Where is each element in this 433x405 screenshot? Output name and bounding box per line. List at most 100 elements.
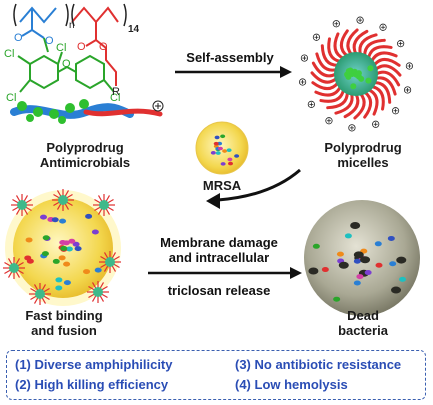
plus-mark [398,41,403,46]
cl-label-4: Cl [110,92,121,104]
micelle-corona-chain [370,51,398,64]
leaked-particle [374,241,382,247]
micelle-corona-chain [353,91,366,120]
step-line-1: Membrane damage [160,235,278,250]
mrsa-particle [220,162,226,166]
cell-particle [65,246,73,252]
plus-mark [334,21,339,26]
fast-binding-label: Fast binding and fusion [5,308,123,338]
micelle-corona-chain [358,33,378,57]
plus-mark [381,25,386,30]
label-line-1: Polyprodrug [324,140,402,155]
ester-o-label-3: O [77,41,86,53]
triclosan-bead [365,77,372,84]
leaked-particle [336,251,344,257]
leaked-particle [389,261,397,267]
bracket-right [65,3,69,27]
cell-particle [91,229,99,235]
micelle-corona-chain [333,32,346,60]
micelle-corona-chain [326,90,349,110]
triclosan-ring-left [29,54,59,90]
cell-particle [62,240,70,246]
micelle-corona-chain [366,45,393,60]
plus-mark [393,108,398,113]
mrsa-particle [226,148,232,152]
triclosan-bead [350,83,357,90]
micelle-corona-chain [346,28,359,57]
triclosan-bead [345,68,352,75]
micelle-corona-chain [366,88,379,116]
micelle-corona-chain [315,52,339,72]
label-line-2: micelles [337,155,389,170]
dead-bacteria-label: Dead bacteria [318,308,408,338]
r-group-label: R [112,86,120,98]
small-micelle [35,289,45,299]
fast-binding-bacterium [3,189,121,306]
micelle-corona-chain [314,84,342,97]
small-micelle [58,195,68,205]
label-line-1: Fast binding [25,308,103,323]
blue-block-backbone [19,6,57,24]
curved-arrow [206,168,301,209]
cl-label-2: Cl [56,42,67,54]
property-3: (3) No antibiotic resistance [235,357,402,372]
membrane-pore [360,256,371,264]
plus-mark [326,118,331,123]
repeat-14-label: 14 [128,24,140,35]
micelle-corona-chain [339,29,349,58]
cell-particle [83,269,91,275]
micelle-corona-chain [310,71,339,84]
mrsa-particle [227,157,233,162]
cell-particle [94,267,102,273]
micelle-corona-chain [327,37,342,64]
small-micelle [17,200,27,210]
micelle-corona-chain [373,76,397,96]
polyprodrug-antimicrobials-label: Polyprodrug Antimicrobials [10,140,160,170]
cell-particle [39,214,47,220]
micelle-corona-chain [363,90,373,119]
dead-bacterium [304,200,420,316]
ester-o-label-2: O [45,35,54,47]
repeat-n-label: n [69,20,75,31]
mrsa-particle [228,161,234,166]
label-line-2: Antimicrobials [39,155,131,170]
bracket-right-red [123,3,127,27]
membrane-damage-label: Membrane damage and intracellular [140,235,298,265]
micelle-corona-chain [372,57,401,67]
cell-particle [60,245,68,251]
leaked-particle [353,280,361,286]
micelle-corona-chain [374,70,401,87]
label-line-1: Polyprodrug [46,140,124,155]
leaked-particle [364,270,372,276]
micelle-corona-chain [320,44,340,67]
label-line-2: bacteria [338,323,388,338]
cell-particle [55,277,63,283]
self-assembly-arrow [175,66,292,78]
ether-o-label: O [62,58,71,70]
triclosan-bead [355,70,362,77]
plus-mark [358,18,363,23]
triclosan-release-label: triclosan release [167,283,271,298]
property-1: (1) Diverse amphiphilicity [15,357,173,372]
plus-mark [314,35,319,40]
mrsa-label: MRSA [202,178,242,193]
red-side-chain [95,22,117,86]
step-line-2: and intracellular [168,250,270,265]
micelle-corona-chain [352,29,369,56]
cell-particle [74,246,82,252]
leaked-particle [356,274,364,280]
micelle-corona-chain [311,81,340,91]
plus-mark [405,87,410,92]
cell-particle [85,213,93,219]
micelle-corona-chain [343,92,360,119]
leaked-particle [399,276,407,282]
membrane-pore [338,261,349,269]
small-micelle [93,287,103,297]
bracket-left [13,3,17,27]
mrsa-particle [214,135,220,140]
micelle-corona-chain [363,38,386,58]
micelle-corona-chain [319,88,346,103]
ester-o-label-1: O [14,32,23,44]
cl-label-3: Cl [6,92,17,104]
